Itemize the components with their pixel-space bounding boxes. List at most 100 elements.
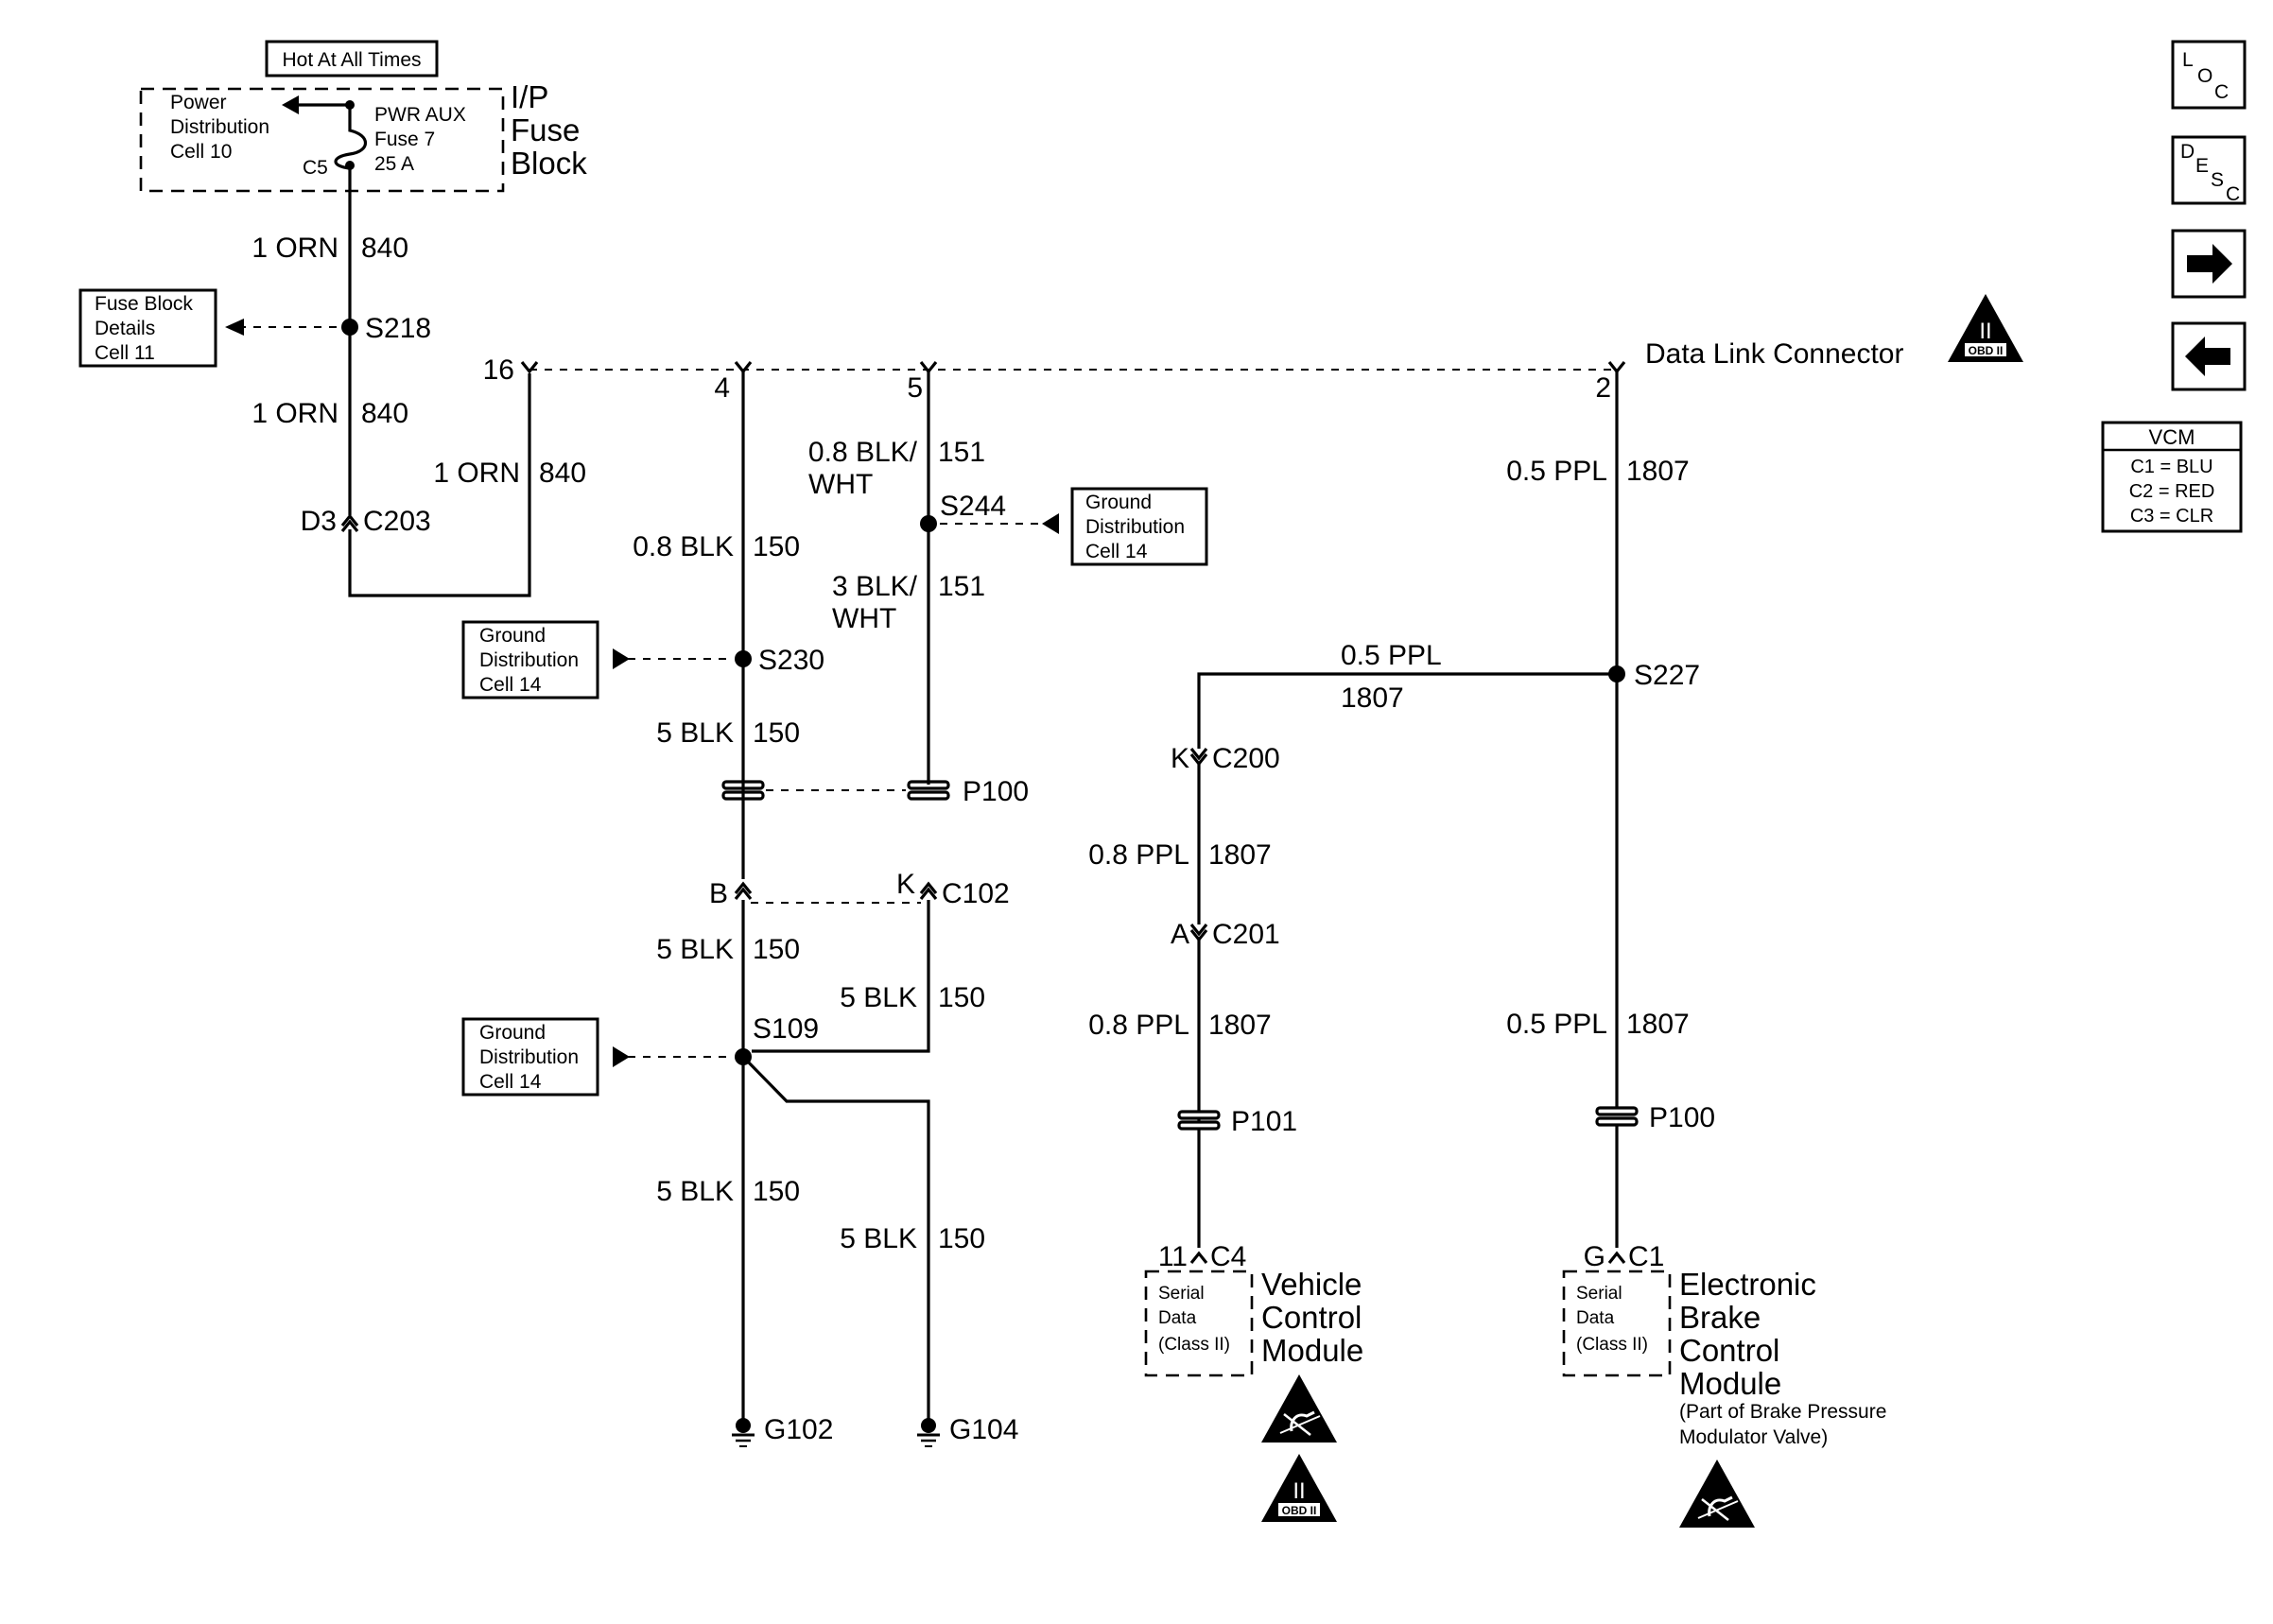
connector-label: C200 xyxy=(1212,743,1280,774)
svg-text:Module: Module xyxy=(1679,1366,1781,1401)
splice-label: S109 xyxy=(753,1013,819,1045)
electronic-brake-control-module-name: Electronic Brake Control Module xyxy=(1679,1267,1816,1401)
svg-text:Fuse: Fuse xyxy=(511,112,580,147)
dlc-pin-16: 16 xyxy=(483,354,539,386)
svg-text:C: C xyxy=(2226,183,2240,205)
svg-text:Details: Details xyxy=(95,318,155,339)
svg-text:O: O xyxy=(2197,65,2212,87)
ground-g104-label: G104 xyxy=(949,1414,1018,1445)
svg-text:16: 16 xyxy=(483,354,514,386)
p101-passthrough xyxy=(1177,1110,1221,1131)
svg-text:Ground: Ground xyxy=(1085,492,1152,513)
ground-distribution-ref-3[interactable]: Ground Distribution Cell 14 xyxy=(1070,487,1208,566)
description-button[interactable]: D E S C xyxy=(2171,135,2247,205)
arrow-left-icon xyxy=(282,95,299,114)
connector-pin: D3 xyxy=(301,506,337,537)
pass-through-p100: P100 xyxy=(963,776,1029,807)
svg-text:Control: Control xyxy=(1679,1333,1779,1368)
svg-text:Cell 14: Cell 14 xyxy=(479,674,542,696)
wire-label: 151 xyxy=(938,571,985,602)
wire-label: 1807 xyxy=(1626,456,1690,487)
wire-840-loop xyxy=(348,373,531,597)
svg-text:(Class II): (Class II) xyxy=(1158,1335,1230,1355)
wire-label: 0.8 BLK/ xyxy=(808,437,918,468)
connector-pin: A xyxy=(1171,919,1189,950)
svg-text:PWR AUX: PWR AUX xyxy=(374,104,466,126)
svg-text:Data: Data xyxy=(1158,1308,1197,1328)
connector-pin: K xyxy=(1171,743,1189,774)
ebcm-note: (Part of Brake Pressure Modulator Valve) xyxy=(1679,1401,1886,1448)
svg-text:C3 = CLR: C3 = CLR xyxy=(2130,506,2213,527)
fuse-block-details-ref[interactable]: Fuse Block Details Cell 11 xyxy=(78,288,217,368)
connector-c200-symbol xyxy=(1189,748,1208,767)
p100-passthrough-ebcm xyxy=(1595,1106,1639,1127)
connector-c1-symbol xyxy=(1607,1251,1626,1264)
next-page-button[interactable] xyxy=(2171,229,2247,299)
ground-distribution-ref-2[interactable]: Ground Distribution Cell 14 xyxy=(461,1017,599,1097)
vcm-serial-data-label: Serial Data (Class II) xyxy=(1158,1284,1230,1355)
connector-c102-pin-b xyxy=(734,881,753,900)
connector-pin: K xyxy=(896,869,915,900)
connector-label: C1 xyxy=(1628,1241,1664,1272)
svg-text:Fuse Block: Fuse Block xyxy=(95,293,193,315)
splice-label: S230 xyxy=(758,645,824,676)
connector-c102-pin-k xyxy=(919,881,938,900)
svg-text:Ground: Ground xyxy=(479,1022,546,1044)
esd-sensitive-icon xyxy=(1261,1374,1337,1443)
previous-page-button[interactable] xyxy=(2171,321,2247,391)
wire-label: 151 xyxy=(938,437,985,468)
wire-label: 0.5 PPL xyxy=(1341,640,1442,671)
svg-text:Block: Block xyxy=(511,146,587,181)
vehicle-control-module-name: Vehicle Control Module xyxy=(1261,1267,1363,1368)
wire-150-pin5-lower xyxy=(752,900,930,1053)
arrow-left-icon xyxy=(1042,513,1059,534)
wire-label: 1807 xyxy=(1208,1010,1272,1041)
svg-text:Cell 10: Cell 10 xyxy=(170,141,232,163)
wire-label: 150 xyxy=(938,982,985,1013)
ebcm-serial-data-label: Serial Data (Class II) xyxy=(1576,1284,1648,1355)
ground-g102-icon xyxy=(732,1418,755,1447)
wire-label: 150 xyxy=(753,531,800,562)
obd-ii-icon: II OBD II xyxy=(1261,1454,1337,1522)
vcm-connector-legend: VCM C1 = BLU C2 = RED C3 = CLR xyxy=(2101,421,2243,533)
svg-text:Cell 14: Cell 14 xyxy=(479,1071,542,1093)
svg-text:Distribution: Distribution xyxy=(170,116,269,138)
pass-through-p100-ebcm: P100 xyxy=(1649,1102,1715,1133)
location-button[interactable]: L O C xyxy=(2171,40,2247,110)
ip-fuse-block-outline xyxy=(139,87,505,193)
power-distribution-ref: Power Distribution Cell 10 xyxy=(170,92,269,163)
wire-label: 0.8 BLK xyxy=(633,531,734,562)
svg-text:C2 = RED: C2 = RED xyxy=(2129,481,2215,502)
connector-c203-symbol xyxy=(340,513,359,532)
svg-text:Control: Control xyxy=(1261,1300,1362,1335)
svg-text:I/P: I/P xyxy=(511,79,548,114)
ground-distribution-ref-1[interactable]: Ground Distribution Cell 14 xyxy=(461,620,599,700)
arrow-right-icon xyxy=(613,1046,630,1067)
wire-label: WHT xyxy=(808,469,873,500)
wire-150-to-g104 xyxy=(741,1055,930,1425)
wire-label: 0.8 PPL xyxy=(1088,1010,1189,1041)
svg-text:2: 2 xyxy=(1595,372,1611,404)
arrow-right-icon xyxy=(2187,244,2232,284)
svg-text:Modulator Valve): Modulator Valve) xyxy=(1679,1426,1828,1448)
connector-c4-symbol xyxy=(1189,1251,1208,1264)
fuse-7-label: PWR AUX Fuse 7 25 A xyxy=(374,104,466,175)
svg-text:II: II xyxy=(1293,1478,1305,1504)
svg-text:Cell 11: Cell 11 xyxy=(95,342,155,364)
wire-label: 150 xyxy=(753,717,800,749)
wire-label: 5 BLK xyxy=(656,934,734,965)
svg-text:(Part of Brake Pressure: (Part of Brake Pressure xyxy=(1679,1401,1886,1423)
esd-sensitive-icon xyxy=(1679,1460,1755,1528)
wire-1807-to-vcm xyxy=(1197,672,1617,749)
svg-text:Ground: Ground xyxy=(479,625,546,647)
svg-text:Electronic: Electronic xyxy=(1679,1267,1816,1302)
dlc-pin-4: 4 xyxy=(714,361,753,404)
wire-label: 0.8 PPL xyxy=(1088,839,1189,871)
connector-pin: 11 xyxy=(1158,1241,1188,1272)
svg-text:Vehicle: Vehicle xyxy=(1261,1267,1362,1302)
connector-c5: C5 xyxy=(303,157,328,179)
wire-label: 1807 xyxy=(1341,682,1404,714)
splice-s230 xyxy=(735,650,752,667)
wire-label: 0.5 PPL xyxy=(1506,1009,1607,1040)
svg-text:Distribution: Distribution xyxy=(479,649,579,671)
